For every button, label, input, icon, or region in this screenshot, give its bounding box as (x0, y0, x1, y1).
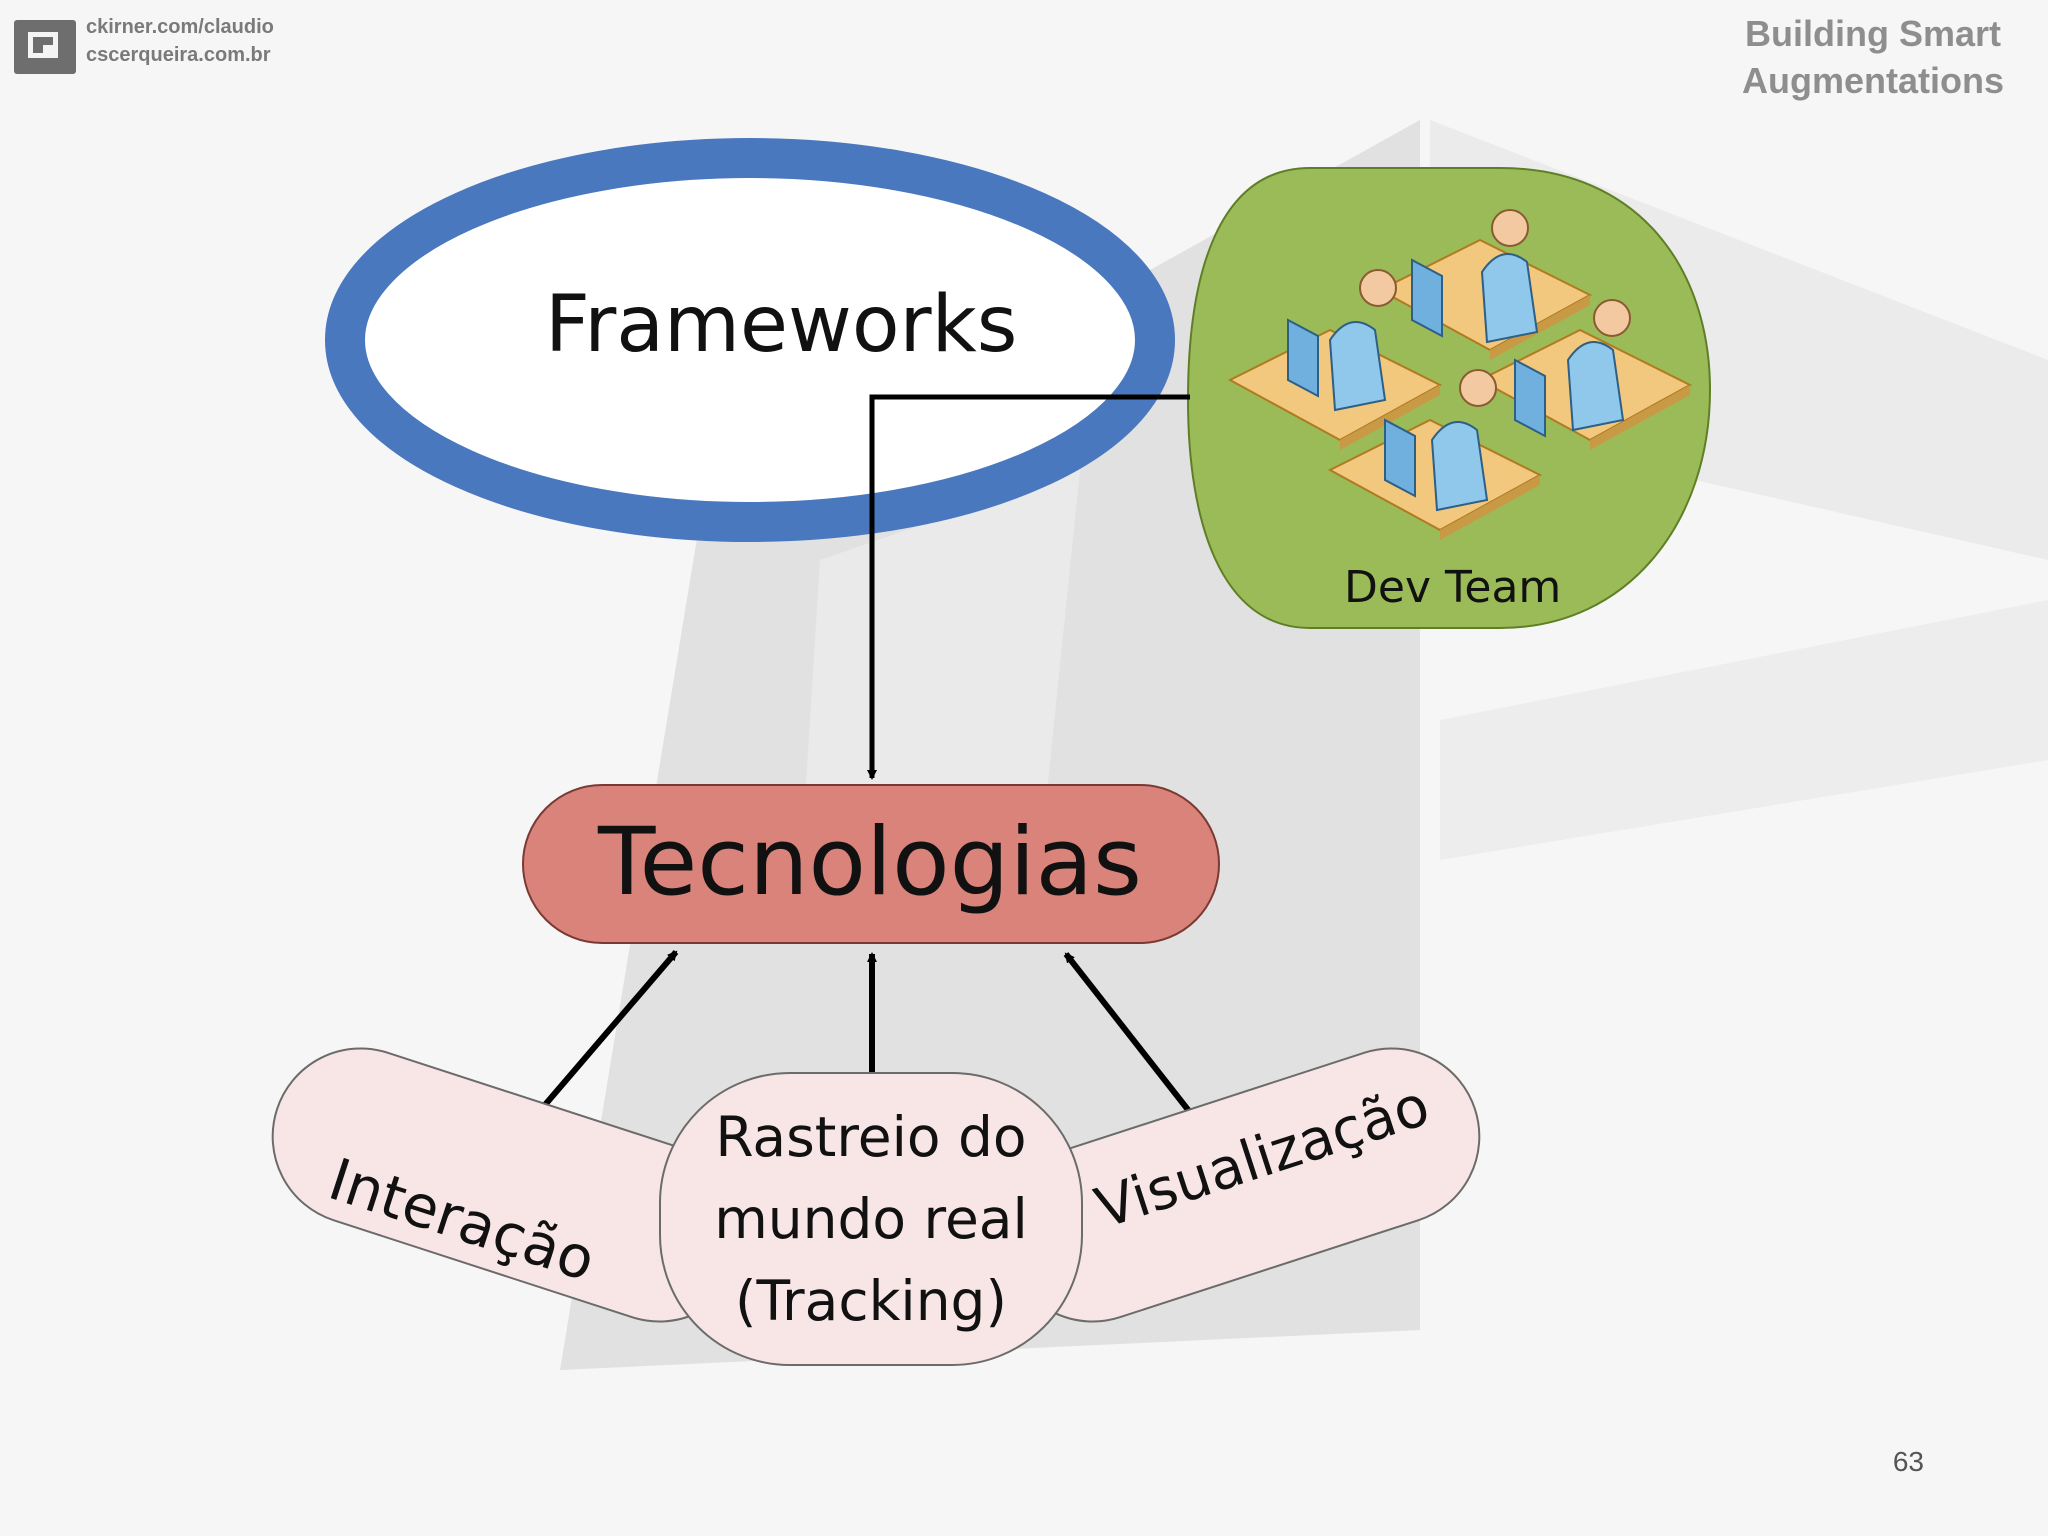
tecnologias-label: Tecnologias (598, 808, 1143, 917)
connector-devteam-tecnologias (867, 394, 1190, 780)
arrow-visualizacao-tecnologias (1063, 952, 1199, 1122)
tecnologias-box (522, 784, 1220, 944)
rastreio-line-3: (Tracking) (735, 1269, 1007, 1333)
rastreio-line-1: Rastreio do (715, 1105, 1027, 1169)
frameworks-ellipse (325, 138, 1175, 542)
site-logo (14, 20, 76, 74)
frameworks-label: Frameworks (545, 280, 1018, 370)
slide-title-line-2: Augmentations (1741, 60, 2004, 101)
slide-title: Building Smart Augmentations (1742, 10, 2004, 104)
header-url-1: ckirner.com/claudio (86, 16, 274, 38)
dev-team-label: Dev Team (1344, 562, 1562, 613)
arrow-interacao-tecnologias (529, 950, 679, 1122)
slide-title-line-1: Building Smart (1744, 13, 2001, 54)
header-url-2: cscerqueira.com.br (86, 44, 271, 66)
page-number: 63 (1892, 1446, 1924, 1477)
team-workstations-icon (1227, 209, 1693, 540)
rastreio-line-2: mundo real (714, 1187, 1028, 1251)
rastreio-box (659, 1072, 1083, 1366)
dev-team-box (1186, 167, 1712, 629)
rastreio-label: Rastreio do mundo real (Tracking) (660, 1096, 1082, 1342)
